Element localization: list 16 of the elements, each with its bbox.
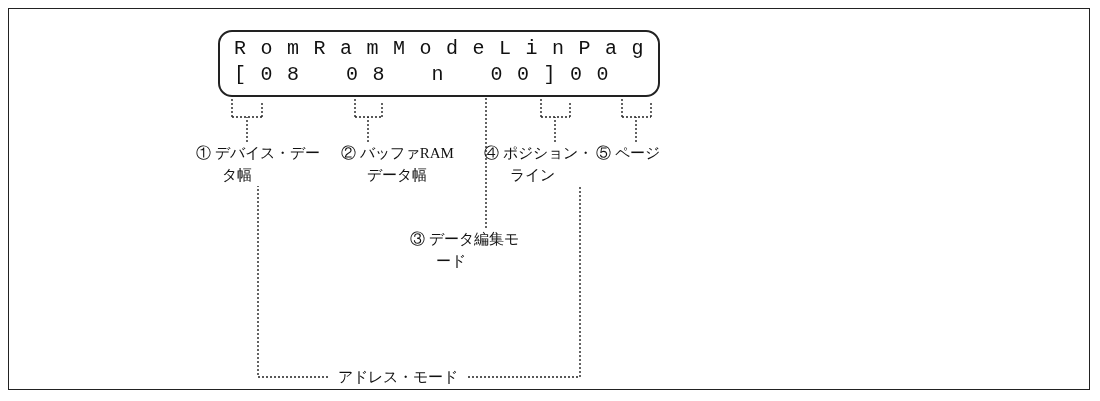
- leader-line: [231, 96, 263, 143]
- leader-line: [485, 96, 487, 229]
- bracket-label: アドレス・モード: [328, 366, 468, 388]
- leader-line: [257, 185, 329, 378]
- callout-text: ⑤ ページ: [596, 142, 696, 164]
- callout-text: ③ データ編集モード: [410, 228, 522, 272]
- leader-line: [354, 96, 383, 143]
- leader-line: [467, 185, 581, 378]
- display-text: RomRamModeLinPag: [234, 36, 658, 62]
- leader-line: [621, 96, 652, 143]
- callout-text: ② バッファRAM データ幅: [341, 142, 469, 186]
- callout-text: ① デバイス・データ幅: [196, 142, 328, 186]
- leader-line: [540, 96, 571, 143]
- callout-text: ④ ポジション・ライン: [484, 142, 596, 186]
- display-text: [08 08 n 00]00: [234, 62, 625, 88]
- lcd-display: [218, 30, 660, 97]
